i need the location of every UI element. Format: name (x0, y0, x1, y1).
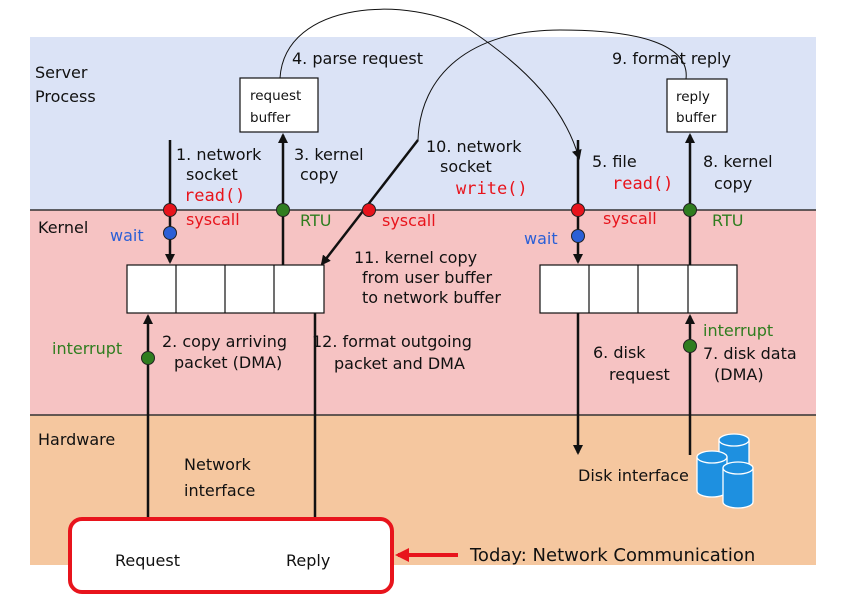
interrupt-label-disk: interrupt (703, 321, 773, 340)
step-11-line1: 11. kernel copy (354, 248, 477, 267)
hardware-label: Hardware (38, 430, 115, 449)
arrow-10-socket-write (320, 139, 419, 266)
network-kernel-buffer (126, 264, 325, 314)
step-8-line1: 8. kernel (703, 152, 773, 171)
syscall-label-file: syscall (603, 209, 657, 228)
step-12-line1: 12. format outgoing (312, 332, 472, 351)
reply-buffer-line2: buffer (676, 110, 717, 126)
wait-label-network: wait (110, 226, 144, 245)
step-1-code: read() (184, 186, 245, 206)
request-label: Request (115, 551, 180, 570)
step-6-line1: 6. disk (593, 343, 646, 362)
step-7-line2: (DMA) (714, 365, 764, 384)
syscall-label-read: syscall (186, 210, 240, 229)
reply-buffer-line1: reply (676, 89, 710, 105)
interrupt-dot-network (141, 351, 155, 365)
step-4-label: 4. parse request (292, 49, 423, 68)
syscall-label-write: syscall (382, 211, 436, 230)
step-5-code: read() (612, 174, 673, 194)
step-6-line2: request (609, 365, 670, 384)
interrupt-dot-disk (683, 339, 697, 353)
step-10-line2: socket (440, 157, 492, 176)
reply-label: Reply (286, 551, 330, 570)
step-10-code: write() (456, 179, 528, 199)
wait-dot-network (163, 226, 177, 240)
rtu-dot-disk (683, 203, 697, 217)
step-11-line2: from user buffer (362, 268, 492, 287)
step-2-line1: 2. copy arriving (162, 332, 287, 351)
reply-buffer-box (666, 78, 728, 133)
rtu-label-network: RTU (300, 211, 331, 230)
step-11-line3: to network buffer (362, 288, 501, 307)
network-interface-line1: Network (184, 455, 252, 474)
wait-dot-disk (571, 229, 585, 243)
step-1-line2: socket (186, 165, 238, 184)
syscall-dot-write (362, 203, 376, 217)
arrow-9-format-reply (417, 29, 687, 141)
network-interface-line2: interface (184, 481, 255, 500)
rtu-dot-network (276, 203, 290, 217)
disk-interface-label: Disk interface (578, 466, 689, 485)
step-12-line2: packet and DMA (334, 354, 465, 373)
server-label-line2: Process (35, 87, 96, 106)
request-buffer-line1: request (250, 88, 301, 104)
step-7-line1: 7. disk data (703, 344, 797, 363)
syscall-dot-read (163, 203, 177, 217)
kernel-label: Kernel (38, 218, 88, 237)
disk-icon (696, 433, 754, 509)
step-9-label: 9. format reply (612, 49, 731, 68)
request-buffer-line2: buffer (250, 110, 291, 126)
request-buffer-box (239, 77, 319, 133)
step-10-line1: 10. network (426, 137, 522, 156)
callout-text: Today: Network Communication (469, 545, 755, 566)
step-2-line2: packet (DMA) (174, 353, 282, 372)
wait-label-disk: wait (524, 229, 558, 248)
rtu-label-disk: RTU (712, 211, 743, 230)
step-8-line2: copy (714, 174, 752, 193)
syscall-dot-file (571, 203, 585, 217)
step-5-line1: 5. file (592, 152, 637, 171)
disk-kernel-buffer (539, 264, 738, 314)
network-highlight-box (68, 517, 394, 594)
server-label-line1: Server (35, 63, 88, 82)
arrow-4-parse-request (279, 8, 582, 160)
step-3-line1: 3. kernel (294, 145, 364, 164)
step-1-line1: 1. network (176, 145, 262, 164)
step-3-line2: copy (300, 165, 338, 184)
interrupt-label-network: interrupt (52, 339, 122, 358)
